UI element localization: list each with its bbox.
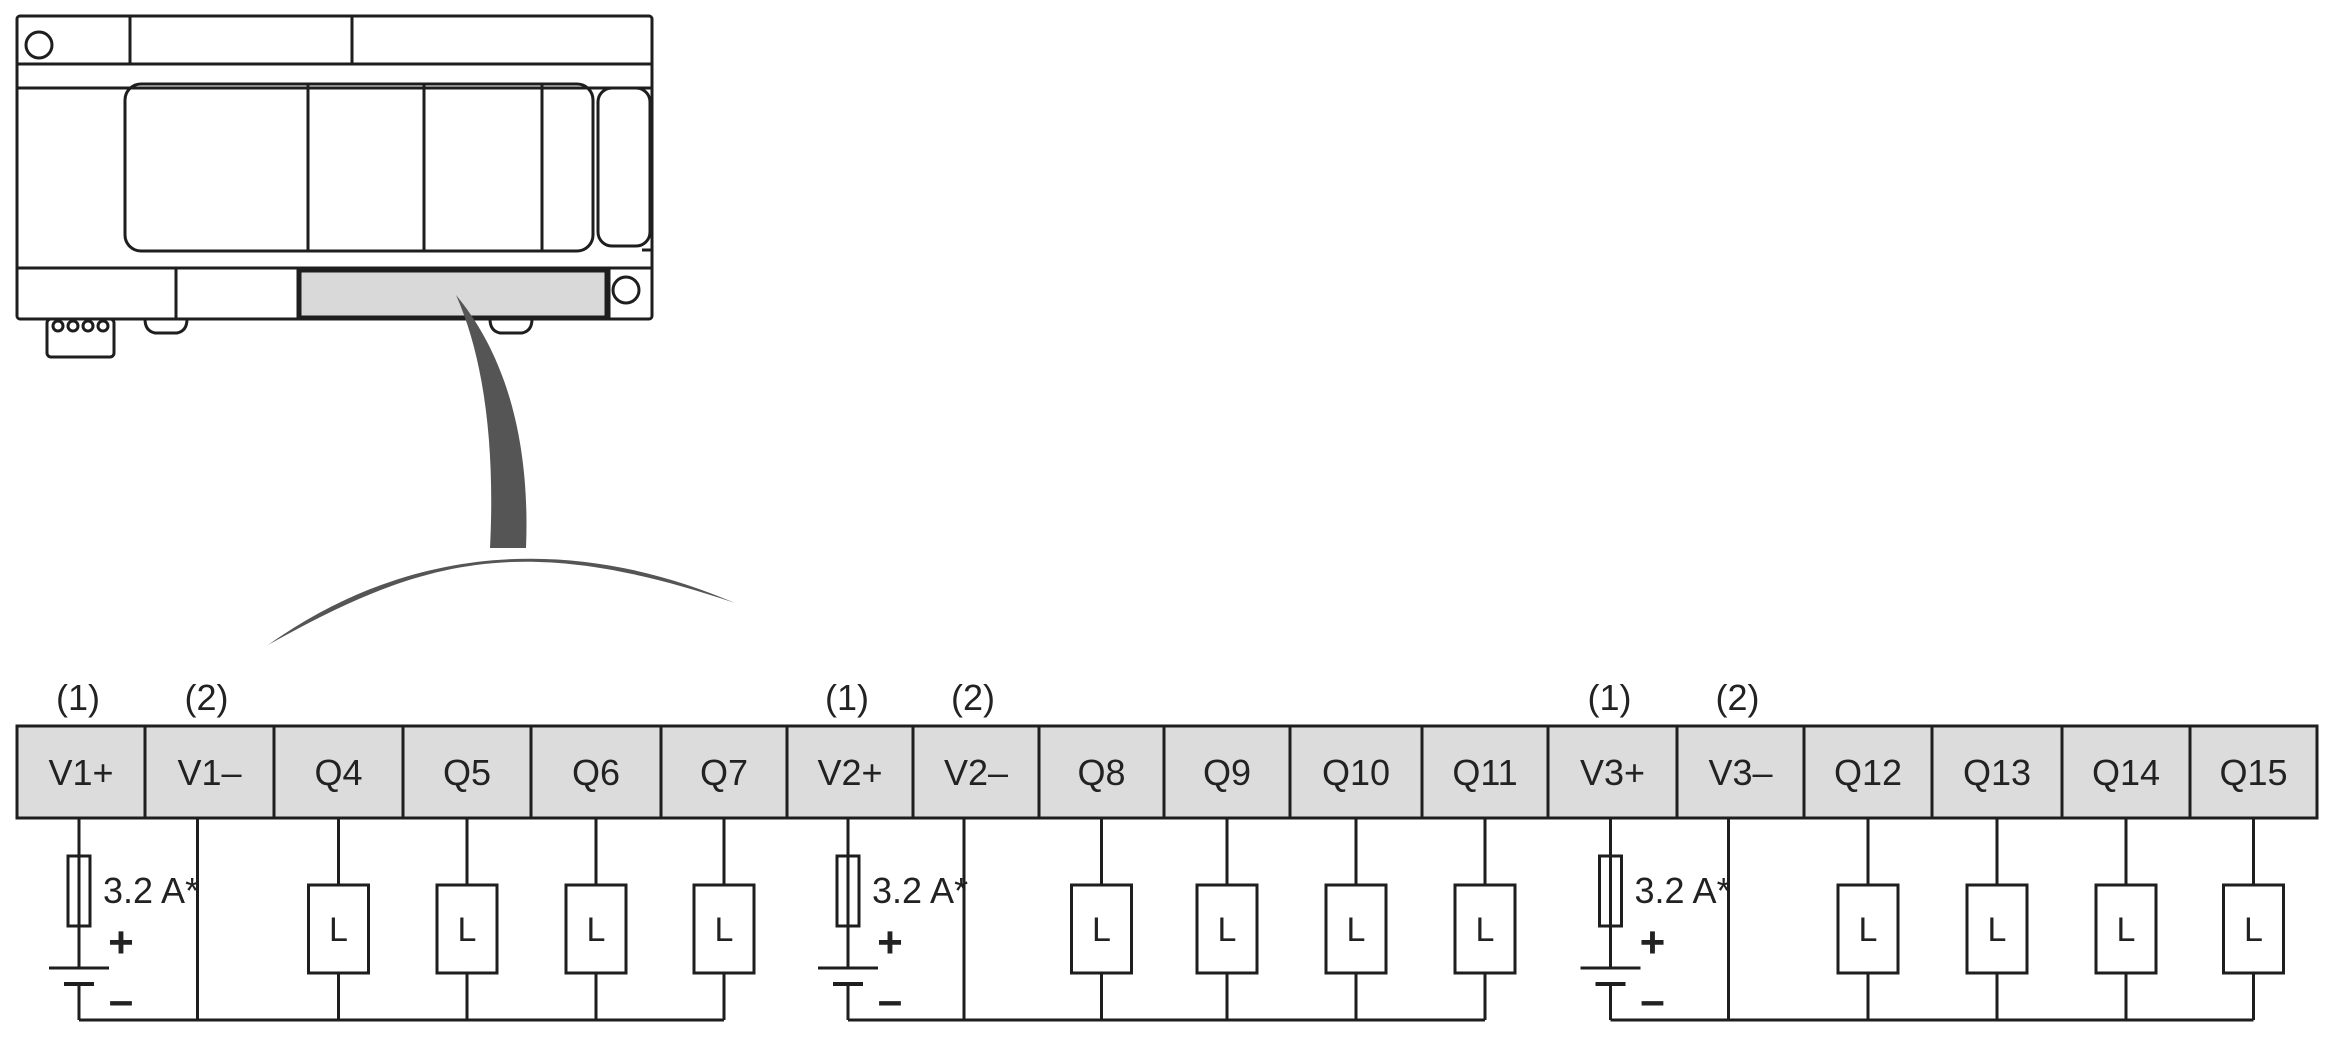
side-port-cover [596, 86, 652, 248]
terminal-label-q15: Q15 [2219, 752, 2287, 793]
terminal-label-v2: V2+ [817, 752, 882, 793]
battery-minus-sign: – [878, 976, 902, 1025]
terminal-label-q8: Q8 [1077, 752, 1125, 793]
terminal-label-v1: V1– [177, 752, 241, 793]
load-label: L [587, 911, 606, 949]
load-label: L [2117, 911, 2136, 949]
output-terminal-block-highlight [298, 269, 608, 319]
note-1-marker: (1) [56, 677, 100, 718]
mounting-hole-bottom-right [611, 275, 641, 305]
terminal-label-v2: V2– [944, 752, 1008, 793]
note-1-marker: (1) [825, 677, 869, 718]
load-label: L [2244, 911, 2263, 949]
terminal-label-q11: Q11 [1452, 752, 1517, 793]
terminal-label-v3: V3– [1708, 752, 1772, 793]
terminal-label-v1: V1+ [48, 752, 113, 793]
mounting-hole-top-left [24, 30, 54, 60]
battery-plus-sign: + [1640, 918, 1666, 967]
battery-plus-sign: + [877, 918, 903, 967]
callout-pointer [268, 295, 735, 645]
fuse-rating-label: 3.2 A* [872, 870, 968, 911]
terminal-label-q9: Q9 [1203, 752, 1251, 793]
load-label: L [715, 911, 734, 949]
terminal-label-q13: Q13 [1963, 752, 2031, 793]
load-label: L [1988, 911, 2007, 949]
circuit-group-3: 3.2 A* + – L L L L [1580, 818, 2285, 1025]
circuit-group-1: 3.2 A* + – L L L L [49, 818, 756, 1025]
load-label: L [1476, 911, 1495, 949]
din-clip [45, 317, 116, 359]
note-2-marker: (2) [185, 677, 229, 718]
terminal-label-q10: Q10 [1322, 752, 1390, 793]
circuit-group-2: 3.2 A* + – L L L L [818, 818, 1517, 1025]
terminal-label-q7: Q7 [700, 752, 748, 793]
load-label: L [458, 911, 477, 949]
battery-plus-sign: + [108, 918, 134, 967]
terminal-label-q5: Q5 [443, 752, 491, 793]
controller-module [15, 14, 654, 359]
note-2-marker: (2) [1716, 677, 1760, 718]
load-label: L [329, 911, 348, 949]
battery-minus-sign: – [1640, 976, 1664, 1025]
terminal-label-v3: V3+ [1580, 752, 1645, 793]
terminal-label-q6: Q6 [572, 752, 620, 793]
load-label: L [1347, 911, 1366, 949]
fuse-rating-label: 3.2 A* [1635, 870, 1731, 911]
terminal-label-q12: Q12 [1834, 752, 1902, 793]
note-1-marker: (1) [1588, 677, 1632, 718]
fuse-rating-label: 3.2 A* [103, 870, 199, 911]
terminal-label-q4: Q4 [314, 752, 362, 793]
load-label: L [1092, 911, 1111, 949]
display-window [123, 82, 595, 253]
terminal-strip: V1+ V1– Q4 Q5 Q6 Q7 V2+ V2– Q8 Q9 Q10 Q11 V3+ V3– Q12 Q… [15, 677, 2319, 820]
load-label: L [1218, 911, 1237, 949]
terminal-label-q14: Q14 [2092, 752, 2160, 793]
load-label: L [1859, 911, 1878, 949]
note-2-marker: (2) [951, 677, 995, 718]
battery-minus-sign: – [109, 976, 133, 1025]
wiring-circuits: 3.2 A* + – L L L L 3.2 A* + – L L L L 3.2 A* + – L L L L [49, 818, 2285, 1025]
